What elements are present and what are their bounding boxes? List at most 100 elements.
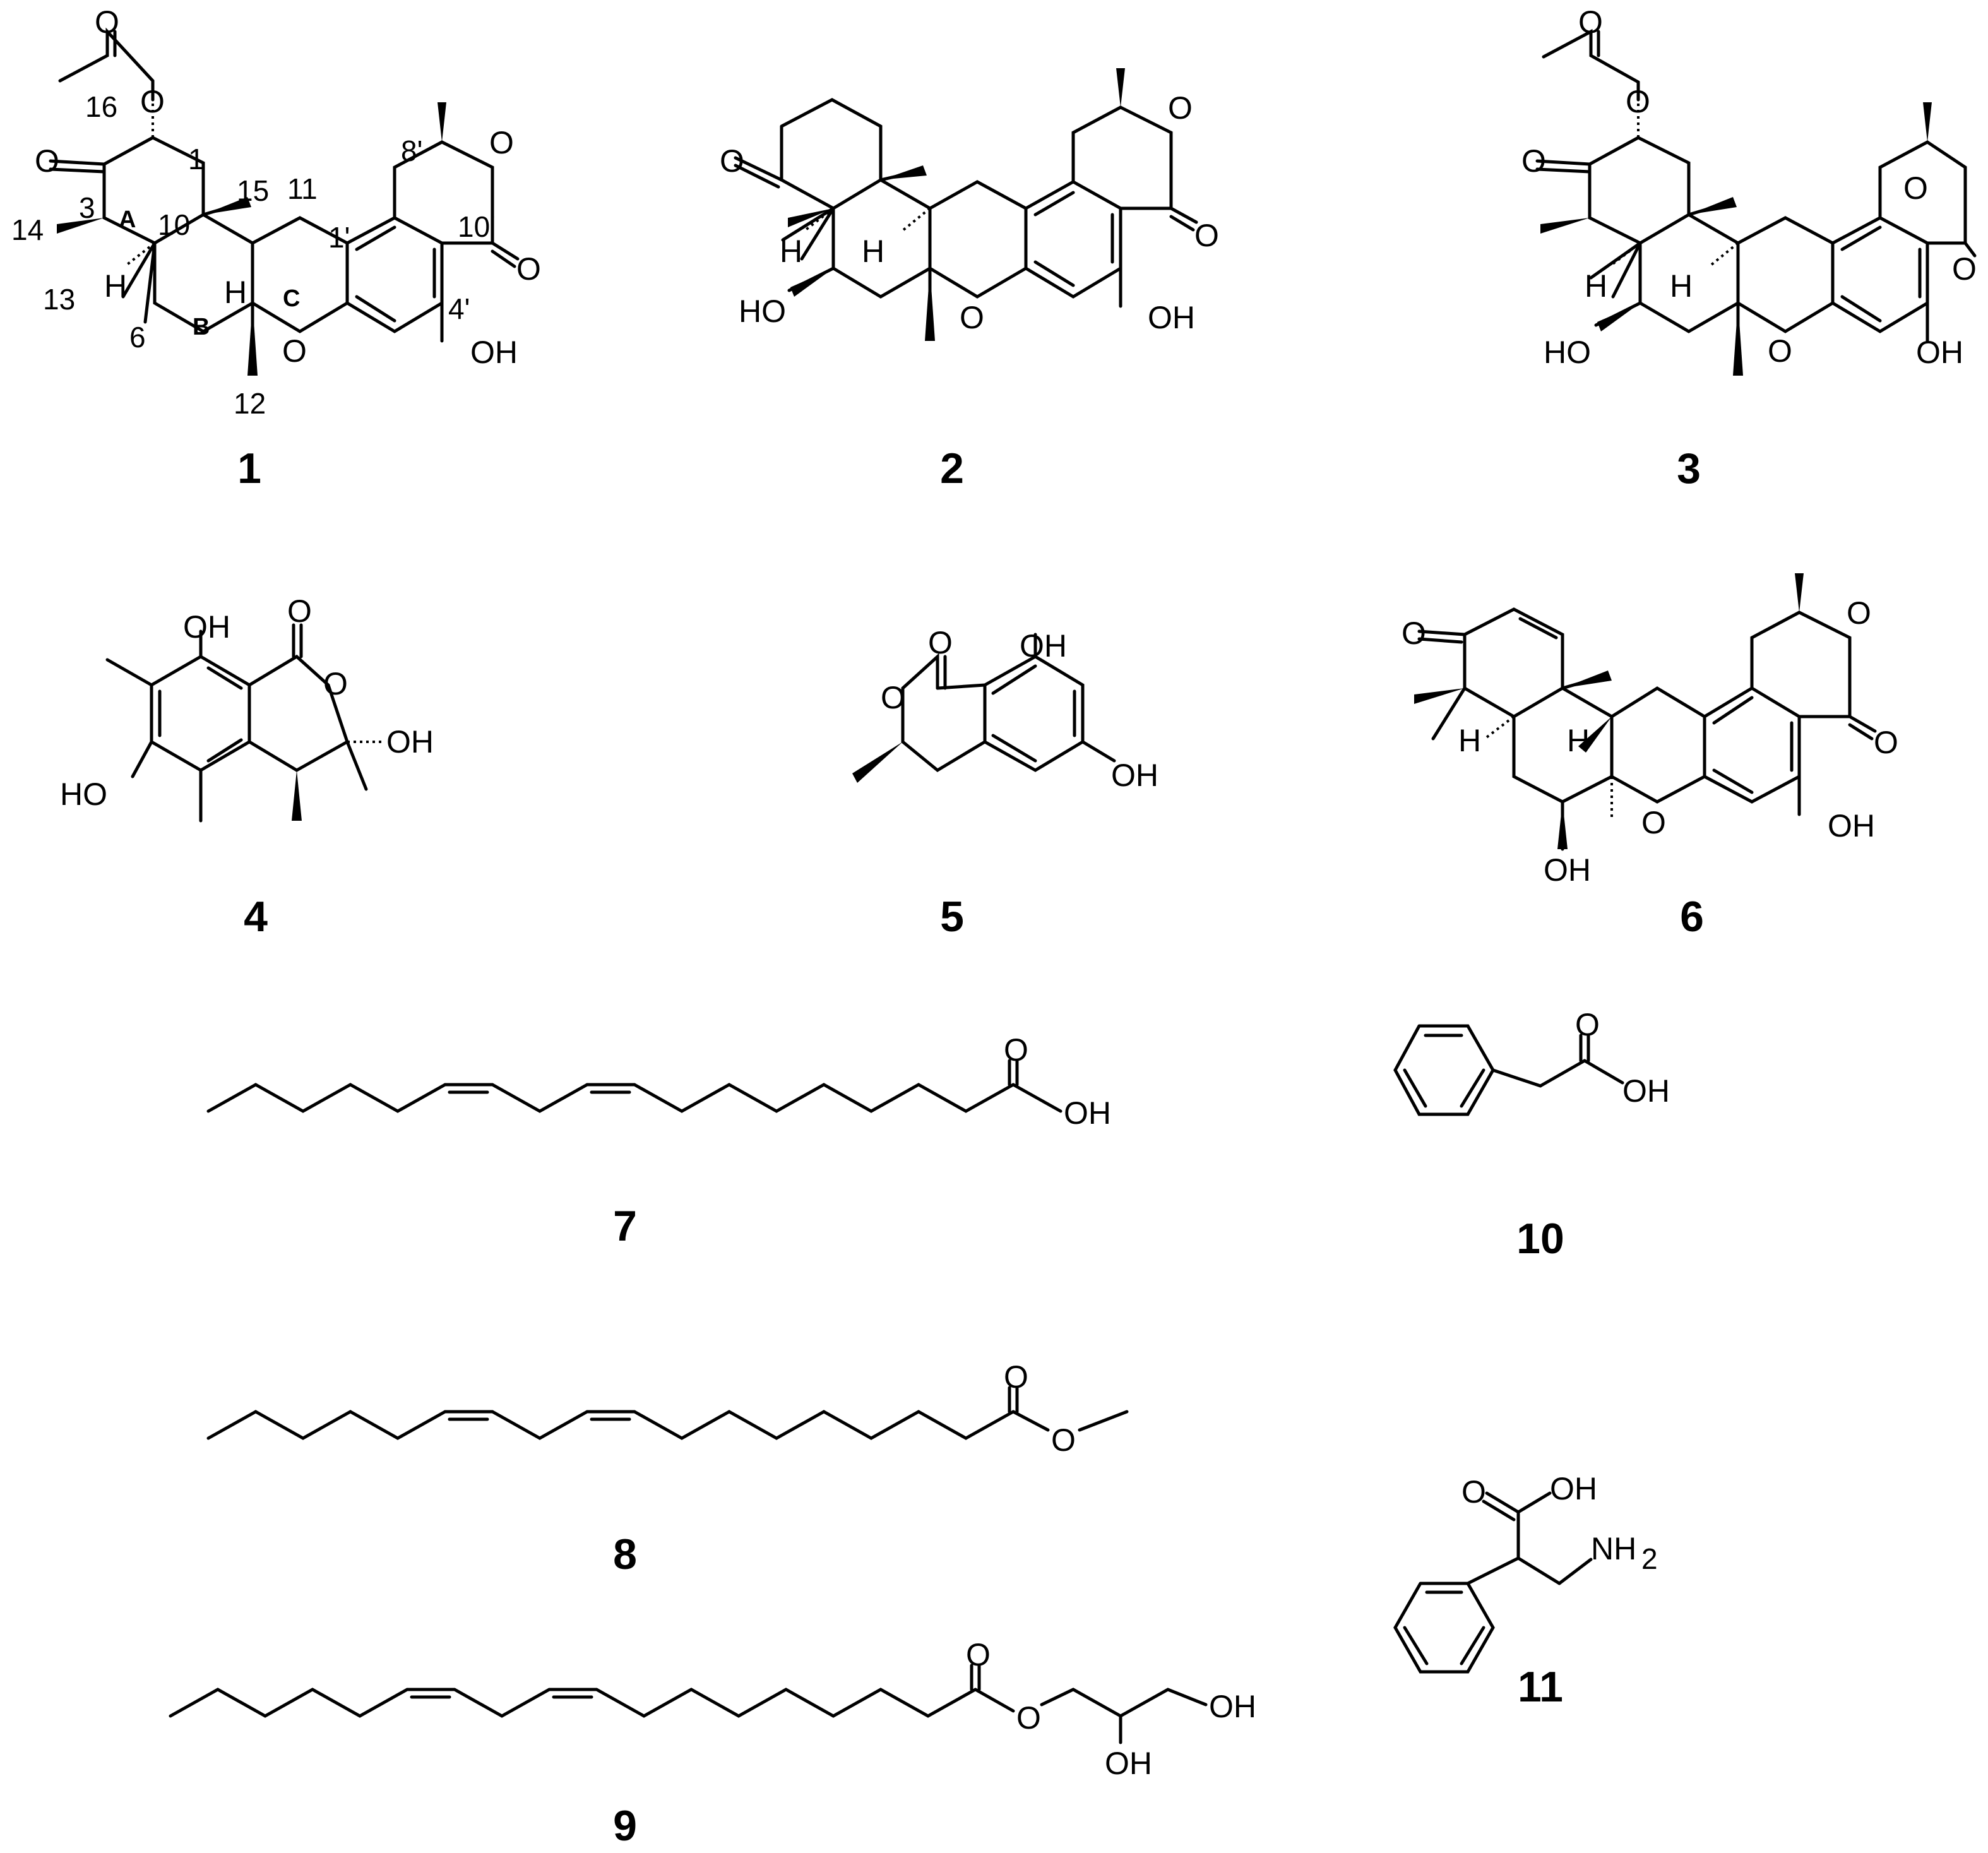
compound-3-atom-o: O	[1578, 4, 1603, 40]
compound-2-atoms: O O O O OH HO H H	[720, 90, 1219, 335]
compound-10: O OH 10	[1393, 1007, 1670, 1263]
compound-1-locant: 13	[43, 283, 75, 316]
compound-8: O O 8	[206, 1359, 1129, 1578]
compound-4-atom-o: O	[287, 593, 312, 629]
compound-1-locant: 14	[11, 213, 44, 246]
compound-3-atom-o: O	[1768, 333, 1792, 369]
compound-3-atoms: O O O O O O OH HO H H	[1521, 4, 1977, 370]
compound-5-bonds	[901, 633, 1116, 773]
compound-7-label: 7	[613, 1202, 637, 1250]
compound-9-atom-o: O	[1016, 1700, 1041, 1736]
compound-3-atom-ho: HO	[1544, 335, 1591, 370]
compound-9-atoms: O O OH OH	[966, 1637, 1256, 1781]
compound-6-atom-o: O	[1641, 805, 1666, 840]
compound-1: O O O O O O OH H H 16 1 3 14 A 10 15 11 …	[11, 4, 541, 492]
compound-7-atom-o: O	[1004, 1032, 1028, 1068]
compound-1-label: 1	[237, 444, 261, 492]
compound-5-wedges	[852, 742, 903, 783]
compound-1-atom-o: O	[35, 143, 59, 179]
compound-10-atom-oh: OH	[1622, 1073, 1670, 1109]
compound-5: O OH O OH 5	[852, 625, 1158, 941]
compound-9-atom-oh: OH	[1105, 1746, 1152, 1781]
compound-2-atom-o: O	[720, 143, 744, 179]
compound-6-atom-h: H	[1458, 723, 1481, 758]
compound-4-bonds	[105, 623, 368, 823]
compound-5-label: 5	[940, 893, 964, 941]
compound-8-bonds	[206, 1386, 1129, 1440]
compound-9-atom-oh: OH	[1209, 1689, 1256, 1724]
compound-4-label: 4	[244, 893, 268, 941]
compound-1-atom-o: O	[95, 4, 119, 40]
compound-10-atom-o: O	[1575, 1007, 1600, 1042]
compound-6-atom-h: H	[1567, 723, 1590, 758]
compound-4-atoms: OH O O OH HO	[60, 593, 434, 812]
compound-8-atom-o: O	[1004, 1359, 1028, 1395]
compound-5-atoms: O OH O OH	[881, 625, 1158, 793]
compound-3-label: 3	[1677, 444, 1701, 492]
compound-1-ring-label: B	[193, 314, 210, 340]
compound-1-wedges	[57, 101, 446, 376]
compound-1-atom-o: O	[489, 125, 514, 160]
compound-11-atom-o: O	[1461, 1474, 1486, 1510]
compound-1-locant: 12	[234, 387, 266, 420]
compound-11-atoms: O OH NH 2	[1461, 1471, 1658, 1575]
compound-2-atom-ho: HO	[739, 294, 786, 329]
compound-2-atom-o: O	[960, 300, 984, 335]
compound-3-atom-o: O	[1952, 251, 1977, 287]
compound-4-atom-oh: OH	[386, 724, 434, 760]
compound-5-atom-o: O	[881, 680, 905, 715]
compound-11-label: 11	[1518, 1663, 1563, 1711]
compound-3-atom-o: O	[1903, 170, 1928, 206]
compound-2-atom-o: O	[1194, 218, 1219, 253]
compound-1-atom-h: H	[224, 275, 247, 310]
compound-6-atom-o: O	[1402, 616, 1426, 651]
compound-3-atom-oh: OH	[1916, 335, 1963, 370]
compound-1-locant: 15	[237, 174, 269, 207]
compound-6: O O O O OH OH H H 6	[1402, 573, 1898, 941]
compound-1-ring-label: C	[283, 285, 300, 312]
compound-11: O OH NH 2 11	[1393, 1471, 1658, 1711]
compound-4-atom-o: O	[323, 666, 348, 701]
compound-9: O O OH OH 9	[169, 1637, 1256, 1850]
compound-2-atom-oh: OH	[1148, 300, 1195, 335]
compound-6-atom-o: O	[1847, 595, 1871, 631]
compound-10-bonds	[1393, 1024, 1624, 1116]
compound-6-label: 6	[1680, 893, 1704, 941]
compound-9-label: 9	[613, 1802, 637, 1850]
compound-8-label: 8	[613, 1530, 637, 1578]
compound-3-atom-h: H	[1585, 268, 1607, 304]
compound-1-locant: 10'	[458, 210, 496, 243]
compound-1-atom-o: O	[282, 333, 307, 369]
compound-3-wedges	[1540, 101, 1932, 376]
compound-1-locant: 1	[188, 143, 205, 176]
compound-1-locant: 4'	[448, 292, 470, 325]
compound-4: OH O O OH HO 4	[60, 593, 434, 941]
compound-9-atom-o: O	[966, 1637, 991, 1672]
compound-7-atom-oh: OH	[1064, 1095, 1111, 1131]
compound-9-bonds	[169, 1664, 1208, 1744]
compound-3-atom-o: O	[1626, 84, 1650, 119]
compound-1-atom-oh: OH	[470, 335, 518, 370]
compound-11-subscript: 2	[1641, 1542, 1658, 1575]
compound-11-atom-nh: NH	[1591, 1531, 1636, 1566]
compound-10-label: 10	[1516, 1215, 1564, 1263]
compound-6-atom-oh: OH	[1544, 852, 1591, 888]
compound-3-atom-o: O	[1521, 143, 1546, 179]
compound-4-atom-oh: OH	[183, 609, 230, 645]
compound-1-locant: 8'	[401, 134, 422, 167]
compound-2-bonds	[734, 98, 1198, 308]
compound-1-ring-label: A	[119, 206, 136, 233]
compound-1-locant: 16	[85, 90, 117, 123]
compound-2-wedges	[788, 68, 1125, 341]
compound-3: O O O O O O OH HO H H 3	[1521, 4, 1977, 492]
compound-2-atom-h: H	[780, 234, 802, 269]
compound-2: O O O O OH HO H H 2	[720, 68, 1219, 492]
compound-11-bonds	[1393, 1491, 1593, 1674]
compound-1-atom-o: O	[140, 84, 165, 119]
compound-8-atoms: O O	[1004, 1359, 1076, 1458]
compound-6-wedges	[1414, 573, 1804, 849]
compound-1-atom-o: O	[516, 251, 541, 287]
compound-1-locant: 3	[79, 191, 95, 224]
compound-6-atom-oh: OH	[1828, 808, 1875, 843]
